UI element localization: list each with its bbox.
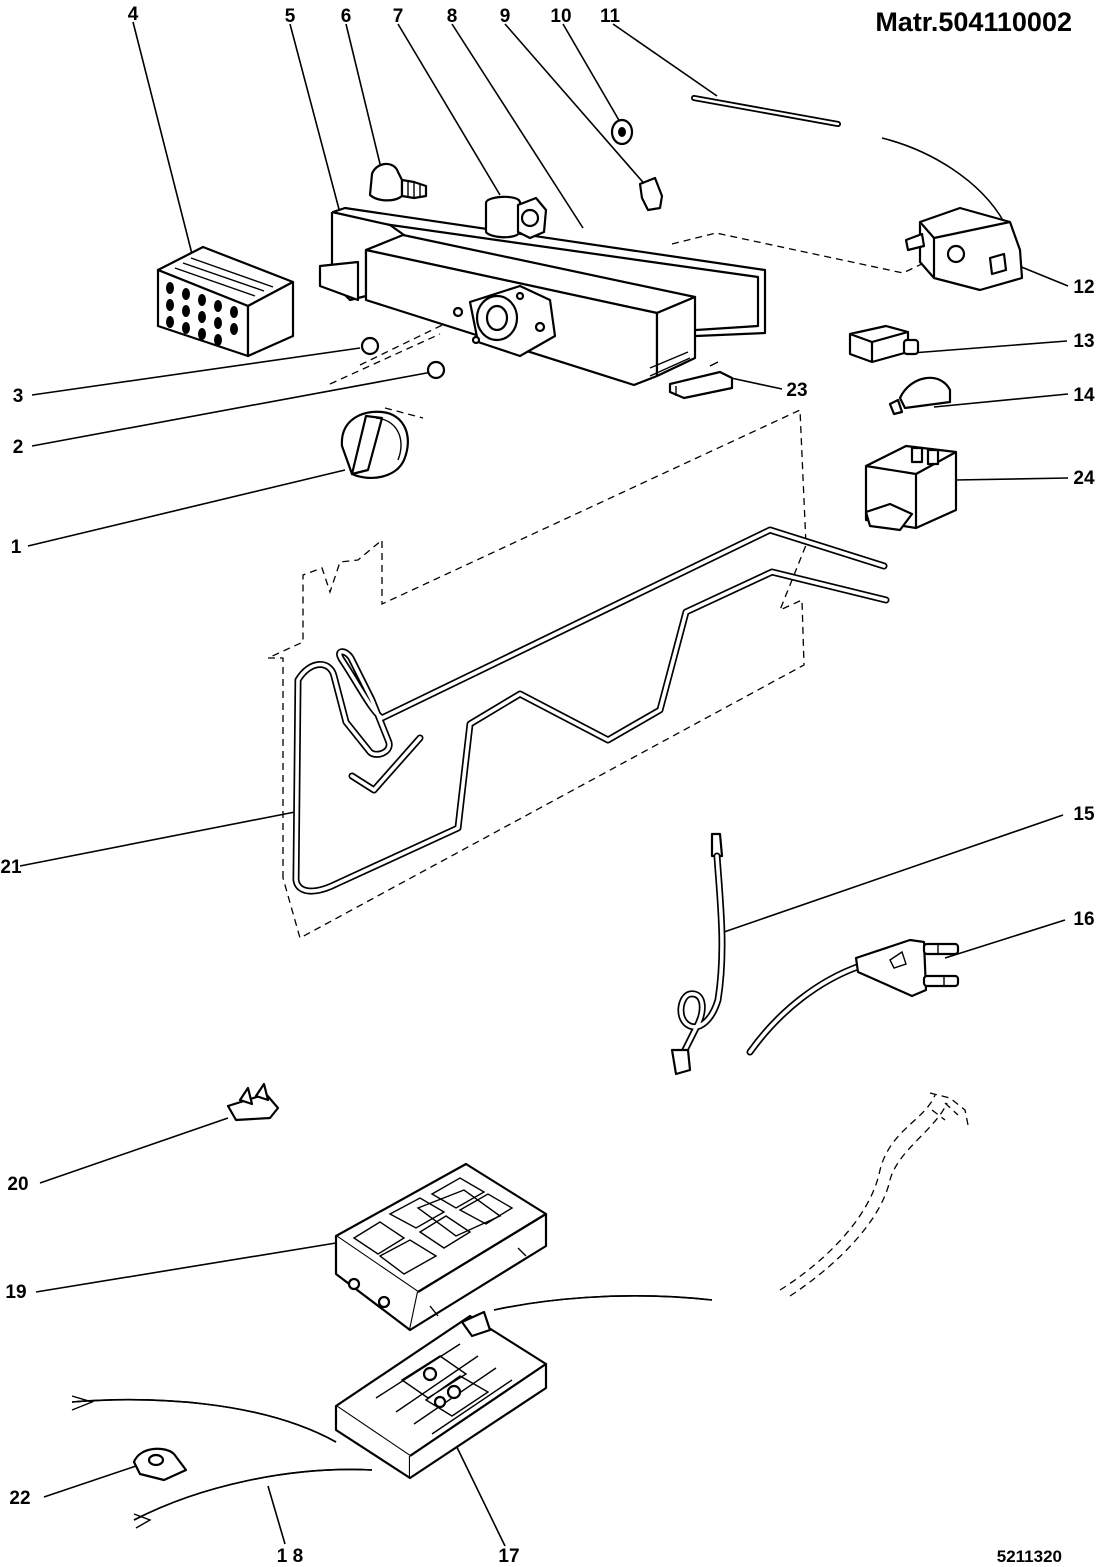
- part-21-heater-wire: [292, 526, 890, 895]
- callout-3: 3: [13, 386, 24, 407]
- callout-10: 10: [550, 6, 571, 27]
- callout-18: 1 8: [277, 1546, 303, 1567]
- callout-15: 15: [1073, 804, 1095, 825]
- callout-16: 16: [1073, 909, 1094, 930]
- callout-labels: 4 5 6 7 8 9 10 11 12 13 14 24 23 3 2 1 2…: [0, 4, 1095, 1567]
- part-9-clip: [638, 176, 664, 212]
- dashed-guides: [267, 232, 969, 1297]
- part-12-thermostat: [881, 137, 1024, 292]
- part-22-cable-clamp: [132, 1447, 188, 1482]
- part-14-push-button: [888, 376, 952, 416]
- part-20-clip: [226, 1082, 280, 1122]
- drawing-code: 5211320: [997, 1547, 1062, 1566]
- document-title: Matr.504110002: [875, 7, 1072, 37]
- callout-8: 8: [447, 6, 458, 27]
- part-1-knob: [340, 410, 409, 480]
- callout-1: 1: [11, 537, 22, 558]
- callout-2: 2: [13, 437, 24, 458]
- part-5-control-housing: [318, 206, 767, 387]
- callout-9: 9: [500, 6, 511, 27]
- part-10-grommet: [610, 118, 634, 146]
- callout-5: 5: [285, 6, 296, 27]
- callout-13: 13: [1073, 331, 1094, 352]
- part-23-cover: [668, 361, 734, 400]
- part-7-lamp-holder: [484, 195, 548, 240]
- part-16-mains-plug: [746, 938, 960, 1056]
- callout-20: 20: [7, 1174, 28, 1195]
- part-6-lamp-bulb: [368, 162, 428, 202]
- callout-12: 12: [1073, 277, 1094, 298]
- part-19-terminal-cover: [334, 1162, 548, 1332]
- part-13-switch: [848, 324, 920, 364]
- callout-17: 17: [498, 1546, 519, 1567]
- callout-6: 6: [341, 6, 352, 27]
- part-17-terminal-base: [71, 1295, 713, 1529]
- callout-4: 4: [128, 4, 139, 25]
- part-11-probe: [691, 95, 841, 127]
- callout-14: 14: [1073, 385, 1095, 406]
- callout-22: 22: [9, 1488, 30, 1509]
- callout-19: 19: [5, 1282, 26, 1303]
- part-2-cap: [426, 360, 446, 380]
- callout-11: 11: [600, 6, 621, 27]
- callout-23: 23: [786, 380, 807, 401]
- part-15-earth-wire: [670, 832, 726, 1076]
- part-3-cap: [360, 336, 380, 356]
- callout-21: 21: [0, 857, 22, 878]
- callout-24: 24: [1073, 468, 1095, 489]
- part-4-lamp-guard: [156, 245, 295, 358]
- leader-lines: [19, 21, 1069, 1547]
- callout-7: 7: [393, 6, 404, 27]
- part-24-switch-housing: [864, 444, 958, 532]
